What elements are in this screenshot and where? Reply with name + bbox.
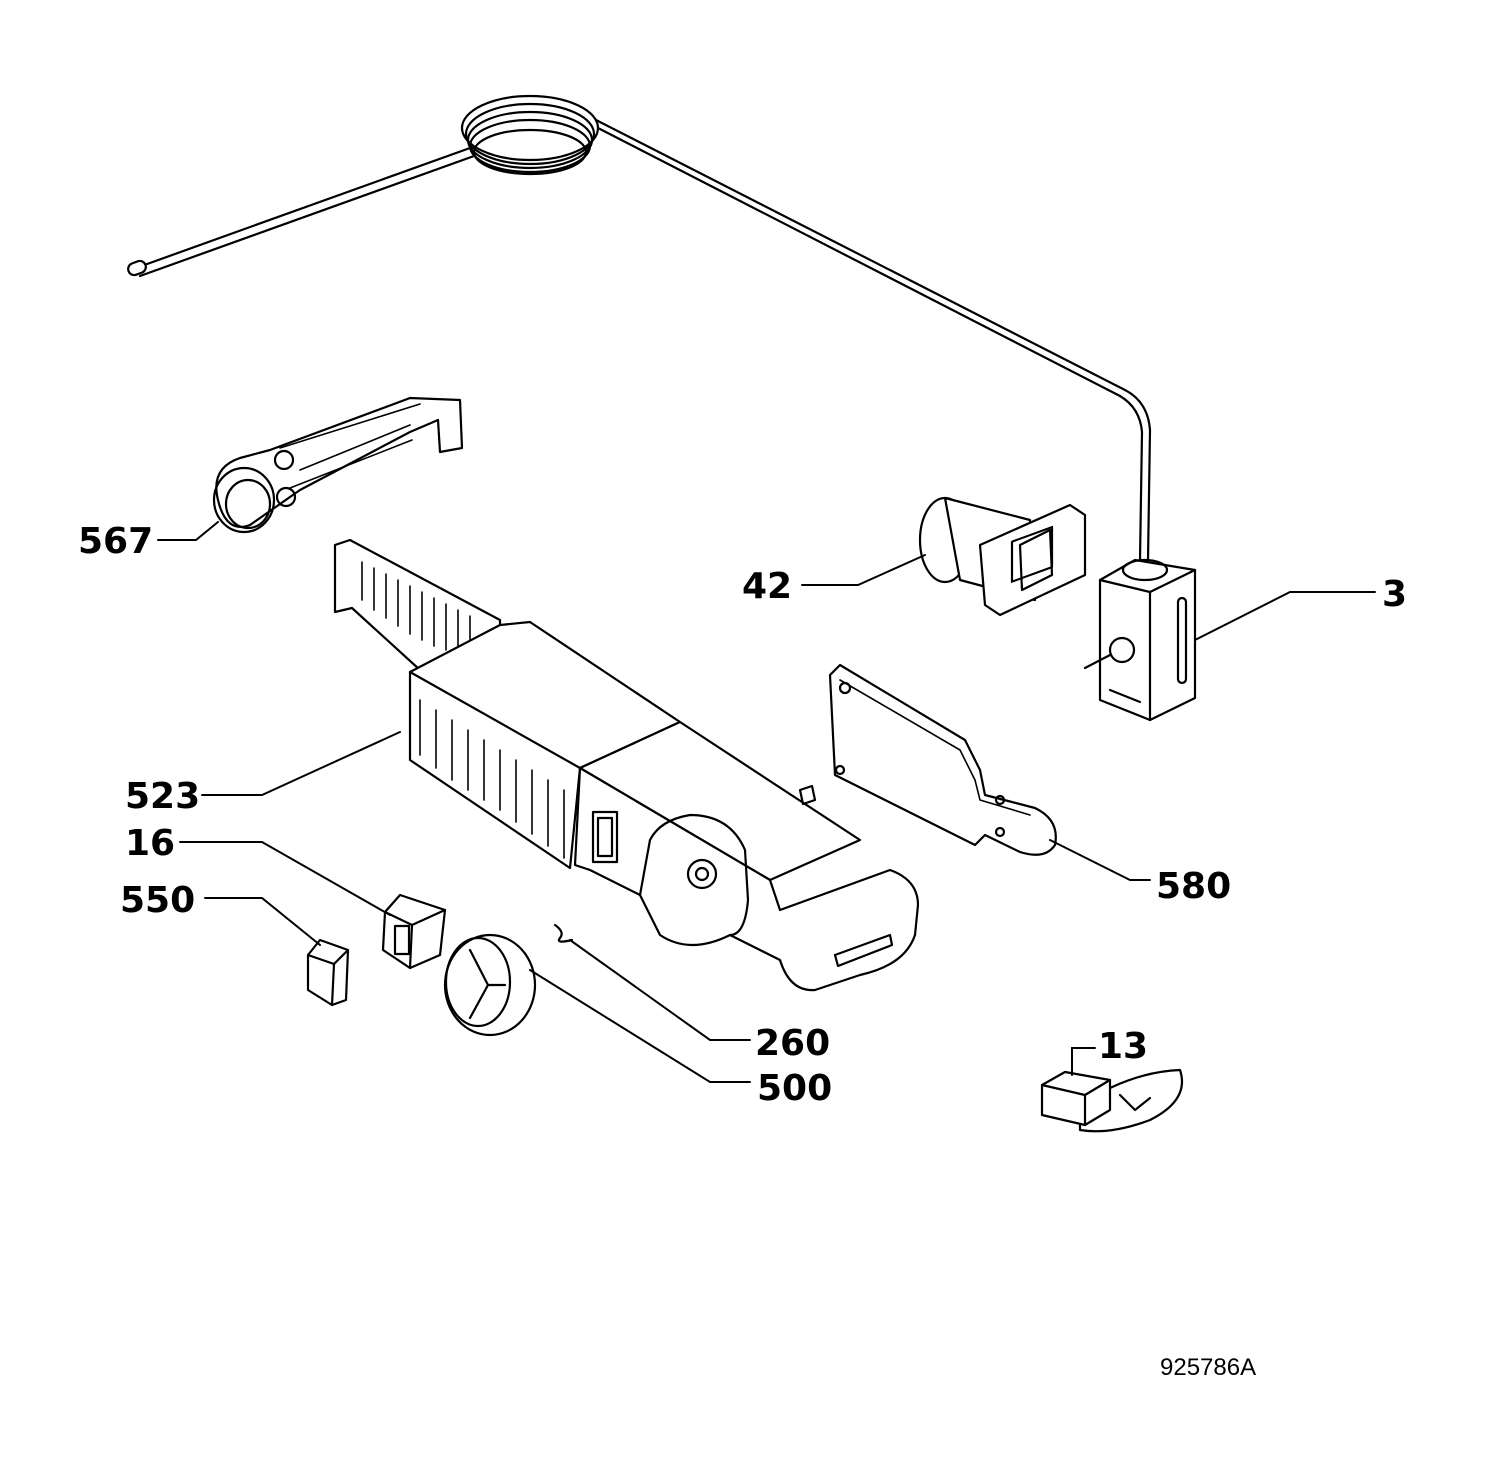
callout-13: 13	[1098, 1026, 1148, 1067]
part-500-control-knob	[443, 933, 537, 1037]
drawing-number: 925786A	[1160, 1354, 1256, 1381]
callout-3: 3	[1382, 574, 1407, 615]
part-3-thermostat	[1083, 558, 1197, 722]
callout-567: 567	[78, 521, 153, 562]
callout-500: 500	[757, 1068, 832, 1109]
leader-lines	[157, 521, 1376, 1083]
callout-260: 260	[755, 1023, 830, 1064]
part-42-lamp-holder	[918, 496, 1087, 617]
part-16-switch	[381, 893, 447, 970]
callout-580: 580	[1156, 866, 1231, 907]
leader-16	[179, 841, 391, 916]
callout-523: 523	[125, 776, 200, 817]
leader-550	[204, 897, 321, 946]
part-13-knob-insert	[1040, 1068, 1184, 1133]
leader-580	[1049, 839, 1151, 881]
capillary-tube-sensor	[127, 94, 1152, 562]
part-550-indicator-lens	[306, 938, 350, 1007]
leader-42	[801, 554, 926, 586]
leader-3	[1194, 591, 1376, 641]
leader-567	[157, 521, 219, 541]
part-580-cover-plate	[828, 663, 1057, 856]
callout-labels: 567 42 3 523 16 550 580 260 500 13	[78, 521, 1407, 1109]
leader-523	[201, 731, 401, 796]
callout-42: 42	[742, 566, 792, 607]
callout-16: 16	[125, 823, 175, 864]
leader-260	[569, 939, 751, 1041]
part-260-spring-clip	[553, 923, 574, 943]
part-567-bracket	[212, 396, 464, 534]
callout-550: 550	[120, 880, 195, 921]
part-523-housing	[333, 538, 920, 992]
leader-13	[1071, 1047, 1096, 1076]
leader-500	[529, 969, 751, 1083]
